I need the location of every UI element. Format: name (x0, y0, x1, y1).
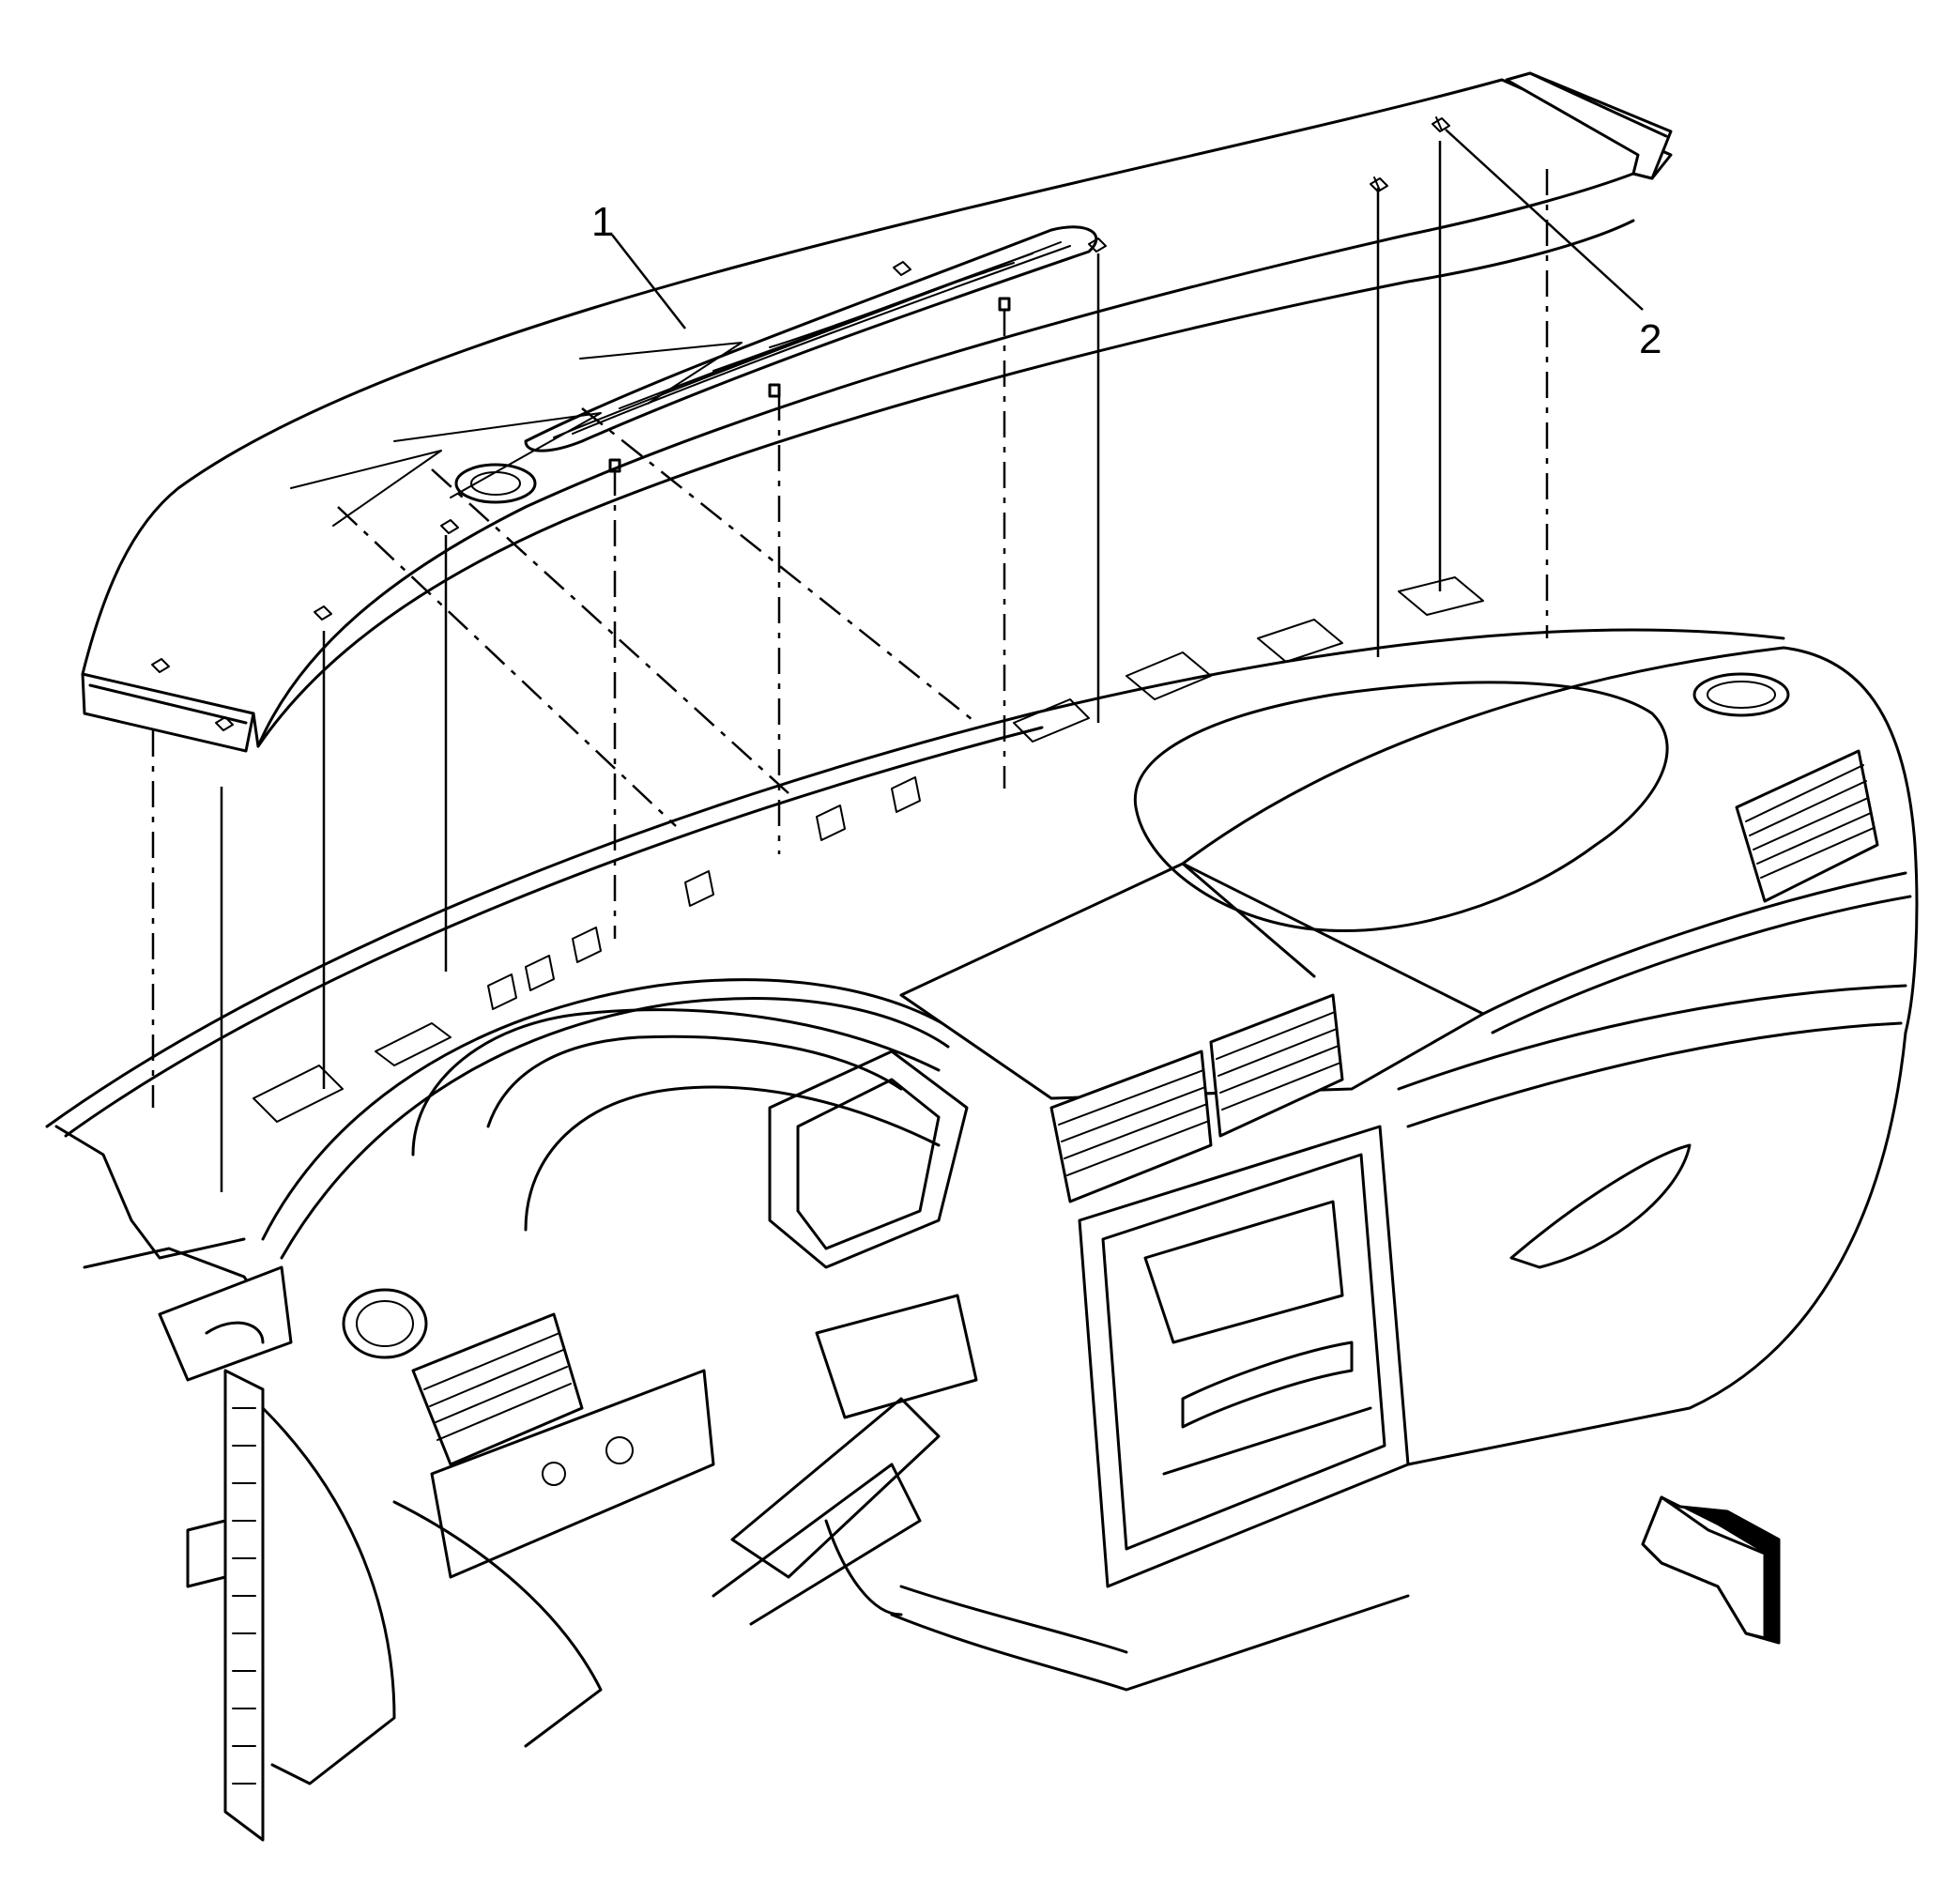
callout-leaders (611, 129, 1644, 329)
callout-2: 2 (1639, 316, 1662, 362)
callout-1: 1 (591, 199, 615, 245)
instrument-panel (45, 576, 1919, 1842)
upper-trim-panel (81, 71, 1673, 753)
assembly-guide-lines (151, 141, 1549, 1192)
view-direction-arrow-icon (1641, 1495, 1781, 1645)
